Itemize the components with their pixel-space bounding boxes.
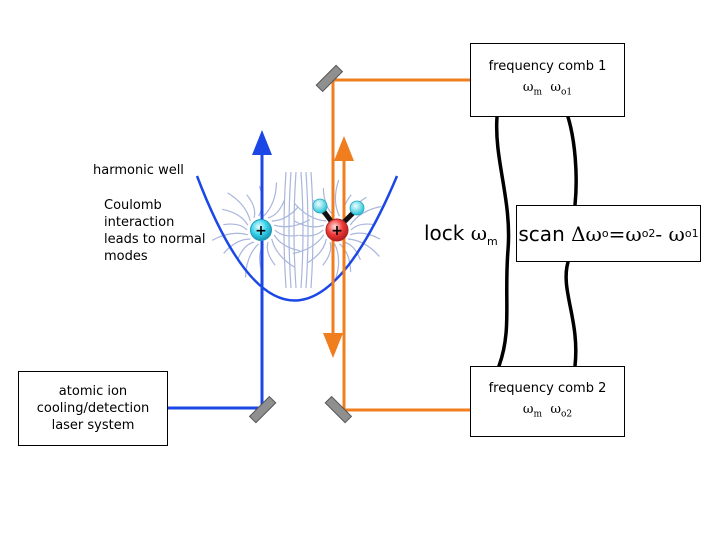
- field-line: [334, 243, 340, 281]
- field-line: [246, 194, 256, 219]
- field-line: [334, 179, 340, 217]
- comb2-omega-o-sub: o2: [560, 409, 573, 420]
- molecule-atom-right: [349, 200, 365, 216]
- laser-line-3: laser system: [51, 418, 135, 433]
- field-line: [222, 208, 249, 226]
- field-line: [271, 206, 299, 222]
- field-line: [273, 234, 300, 252]
- scan-equals-sub: o2: [641, 226, 656, 240]
- lock-label: lock ωm: [424, 221, 498, 254]
- comb2-omega-m-sub: m: [533, 409, 543, 420]
- scan-cable-upper: [566, 115, 578, 207]
- scan-minus-omega: - ω: [655, 221, 685, 246]
- frequency-comb-2-box: frequency comb 2 ωm ωo2: [470, 366, 625, 437]
- field-line: [223, 238, 251, 254]
- lock-text: lock: [424, 221, 471, 245]
- field-line: [322, 241, 332, 266]
- harmonic-well-text: harmonic well: [93, 163, 184, 178]
- comb2-title: frequency comb 2: [488, 380, 607, 396]
- scan-cable-lower: [564, 260, 578, 368]
- field-line: [305, 171, 309, 289]
- comb2-omega-o: ω: [550, 401, 561, 417]
- field-line: [349, 205, 382, 226]
- field-line: [350, 223, 375, 231]
- comb1-title: frequency comb 1: [488, 59, 607, 75]
- field-line: [237, 241, 255, 261]
- scan-minus-sub: o1: [684, 226, 699, 240]
- comb1-omega-m-sub: m: [533, 87, 543, 98]
- field-line: [267, 199, 285, 219]
- field-line: [294, 203, 327, 222]
- lock-omega-sub: m: [487, 235, 498, 248]
- field-line: [211, 232, 249, 241]
- field-line: [283, 171, 287, 289]
- laser-system-box: atomic ion cooling/detection laser syste…: [18, 371, 168, 446]
- molecule-atom-left: [312, 198, 328, 214]
- laser-line-1: atomic ion: [58, 384, 128, 399]
- atomic-ion: +: [250, 219, 272, 241]
- coulomb-line-1: Coulomb: [104, 198, 162, 213]
- field-line: [223, 223, 248, 231]
- field-line: [343, 241, 361, 261]
- orange-beam-arrowhead-down: [323, 333, 343, 358]
- scan-delta-sub: o: [601, 226, 609, 240]
- field-line: [288, 171, 292, 289]
- field-line: [293, 220, 325, 228]
- molecular-ion-charge: +: [331, 223, 343, 239]
- comb1-omega-m: ω: [522, 80, 534, 96]
- blue-beam-arrowhead: [252, 130, 272, 155]
- frequency-comb-1-box: frequency comb 1 ωm ωo1: [470, 43, 625, 117]
- field-line: [266, 241, 276, 266]
- comb2-symbols: ωm ωo2: [523, 401, 572, 424]
- comb1-omega-o: ω: [550, 80, 561, 96]
- lock-cable-left: [494, 115, 511, 368]
- comb1-omega-o-sub: o1: [560, 87, 573, 98]
- atomic-ion-charge: +: [255, 223, 267, 239]
- harmonic-well-label: harmonic well: [93, 162, 184, 179]
- coulomb-field-lines: [211, 171, 382, 289]
- field-line: [263, 182, 278, 217]
- laser-line-2: cooling/detection: [36, 401, 150, 416]
- field-line: [339, 243, 352, 272]
- lock-omega: ω: [470, 221, 488, 245]
- comb2-omega-m: ω: [522, 401, 534, 417]
- mirror-orange-bottom: [324, 395, 353, 424]
- coulomb-line-4: modes: [104, 249, 148, 264]
- field-line: [271, 238, 295, 268]
- field-line: [349, 232, 381, 240]
- coulomb-label: Coulomb interaction leads to normal mode…: [104, 197, 205, 265]
- field-line: [310, 171, 314, 289]
- scan-equals-omega: =ω: [608, 221, 642, 246]
- field-line: [227, 192, 251, 222]
- orange-beam-arrowhead-up: [334, 136, 354, 161]
- field-line: [292, 234, 325, 255]
- scan-delta-omega: Δω: [571, 221, 602, 246]
- scan-text: scan: [518, 221, 572, 246]
- comb1-symbols: ωm ωo1: [523, 79, 572, 102]
- mirror-blue: [248, 395, 277, 424]
- field-line: [273, 219, 311, 228]
- field-line: [300, 171, 304, 289]
- coulomb-line-2: interaction: [104, 215, 175, 230]
- field-line: [307, 238, 327, 264]
- molecular-ion: +: [312, 198, 365, 242]
- field-line: [244, 243, 259, 278]
- mirror-top: [315, 64, 344, 93]
- harmonic-well-curve: [195, 175, 399, 302]
- field-line: [293, 171, 297, 289]
- field-line: [274, 229, 299, 237]
- coulomb-line-3: leads to normal: [104, 232, 206, 247]
